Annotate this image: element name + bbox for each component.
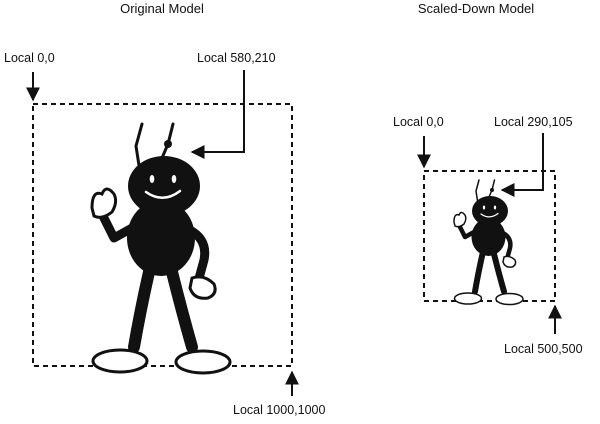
original-bounding-box (32, 103, 293, 367)
original-model-title: Original Model (120, 1, 204, 16)
original-origin-label: Local 0,0 (4, 51, 55, 65)
scaled-origin-label: Local 0,0 (393, 115, 444, 129)
original-point-leader-arrow (190, 70, 245, 159)
scaled-point-leader-arrow (500, 133, 544, 197)
scaled-bug-character (454, 180, 523, 305)
original-bug-character (92, 124, 230, 373)
scaled-extent-label: Local 500,500 (504, 342, 583, 356)
original-model-panel: Original Model Local 0,0 Local 580,210 L… (4, 1, 325, 417)
scaled-model-title: Scaled-Down Model (418, 1, 534, 16)
scaled-point-label: Local 290,105 (494, 115, 573, 129)
scaled-model-panel: Scaled-Down Model Local 0,0 Local 290,10… (393, 1, 583, 356)
original-extent-label: Local 1000,1000 (233, 403, 325, 417)
scaled-bounding-box (423, 170, 556, 302)
original-point-label: Local 580,210 (197, 51, 276, 65)
